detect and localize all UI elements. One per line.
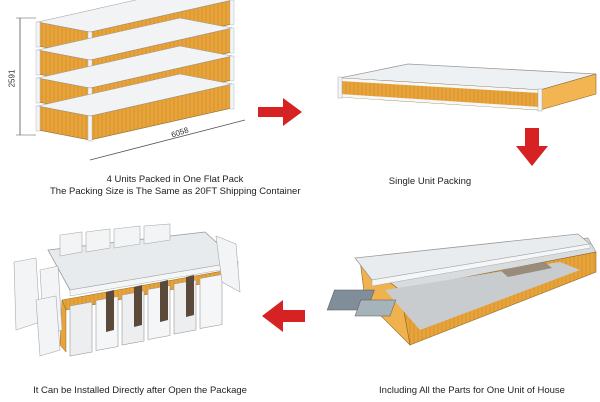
- interior-gap: [106, 290, 114, 332]
- packed-caption-line1: 4 Units Packed in One Flat Pack: [106, 174, 244, 185]
- arrow-right-icon: [258, 98, 302, 126]
- interior-gap: [134, 285, 142, 327]
- interior-gap: [160, 280, 168, 322]
- installed-house-illustration: [13, 223, 241, 357]
- packed-caption: 4 Units Packed in One Flat Pack The Pack…: [50, 174, 300, 198]
- wall-panel: [199, 274, 223, 329]
- installed-caption: It Can be Installed Directly after Open …: [33, 385, 247, 396]
- interior-gap: [186, 275, 194, 317]
- parts-illustration: [326, 233, 597, 346]
- single-unit-illustration: [337, 63, 597, 112]
- packed-caption-line2: The Packing Size is The Same as 20FT Shi…: [50, 186, 301, 197]
- wall-panel: [69, 301, 93, 357]
- arrow-down-icon: [516, 128, 548, 166]
- parts-caption: Including All the Parts for One Unit of …: [379, 385, 565, 396]
- single-unit-caption: Single Unit Packing: [388, 176, 472, 187]
- height-dimension-label: 2591: [7, 69, 17, 88]
- arrow-left-icon: [262, 300, 305, 332]
- stacked-units-illustration: [16, 0, 246, 161]
- packed-unit: [35, 73, 235, 142]
